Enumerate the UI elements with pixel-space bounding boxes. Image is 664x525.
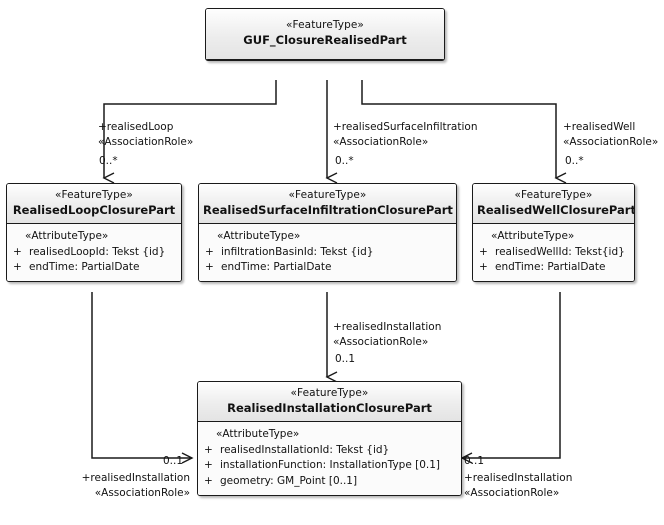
association-role: +realisedWell [563, 121, 636, 133]
association-stereotype: «AssociationRole» [464, 486, 560, 499]
attribute-row: + endTime: PartialDate [13, 260, 177, 276]
class-header: «FeatureType» RealisedInstallationClosur… [198, 382, 461, 422]
class-stereotype: «FeatureType» [288, 189, 367, 201]
attribute-row: + geometry: GM_Point [0..1] [204, 474, 457, 490]
class-name: RealisedInstallationClosurePart [227, 400, 432, 415]
visibility-marker: + [204, 459, 213, 472]
attribute-stereotype: «AttributeType» [25, 229, 109, 242]
visibility-marker: + [479, 261, 488, 274]
association-label-realisedWell: +realisedWell «AssociationRole» [563, 120, 658, 150]
visibility-marker: + [204, 443, 213, 456]
attribute-row: + endTime: PartialDate [479, 260, 630, 276]
attribute-row: + realisedInstallationId: Tekst {id} [204, 443, 457, 459]
class-GUF_ClosureRealisedPart[interactable]: «FeatureType» GUF_ClosureRealisedPart [205, 8, 445, 61]
association-multiplicity-realisedInstallation-well: 0..1 [464, 455, 485, 467]
association-stereotype: «AssociationRole» [98, 135, 194, 148]
class-name: RealisedWellClosurePart [477, 202, 635, 217]
class-attributes: «AttributeType» + realisedInstallationId:… [198, 421, 461, 495]
association-multiplicity-realisedWell: 0..* [565, 155, 584, 167]
association-role: +realisedInstallation [81, 472, 190, 484]
visibility-marker: + [205, 245, 214, 258]
class-attributes: «AttributeType» + infiltrationBasinId: Te… [199, 223, 456, 282]
association-stereotype: «AssociationRole» [333, 335, 429, 348]
association-role: +realisedLoop [98, 121, 174, 133]
connector-realisedInstallation-well [460, 292, 561, 464]
class-stereotype: «FeatureType» [286, 19, 364, 31]
association-stereotype: «AssociationRole» [563, 135, 659, 148]
attribute-row: + infiltrationBasinId: Tekst {id} [205, 245, 452, 261]
association-stereotype: «AssociationRole» [333, 135, 429, 148]
class-name: RealisedSurfaceInfiltrationClosurePart [203, 202, 453, 217]
visibility-marker: + [204, 475, 213, 488]
attribute-text: realisedInstallationId: Tekst {id} [220, 443, 390, 456]
class-stereotype: «FeatureType» [290, 387, 369, 399]
attribute-text: endTime: PartialDate [495, 261, 606, 274]
association-label-realisedInstallation-loop: +realisedInstallation «AssociationRole» [0, 471, 190, 501]
class-name: RealisedLoopClosurePart [12, 202, 176, 217]
class-RealisedInstallationClosurePart[interactable]: «FeatureType» RealisedInstallationClosur… [197, 381, 462, 496]
attribute-text: infiltrationBasinId: Tekst {id} [221, 245, 374, 258]
association-role: +realisedInstallation [333, 321, 442, 333]
connector-realisedInstallation-loop [91, 292, 194, 464]
association-multiplicity-realisedLoop: 0..* [99, 155, 118, 167]
association-role: +realisedSurfaceInfiltration [333, 121, 478, 133]
association-label-realisedLoop: +realisedLoop «AssociationRole» [98, 120, 193, 150]
attribute-stereotype: «AttributeType» [217, 229, 301, 242]
class-header: «FeatureType» RealisedWellClosurePart [473, 184, 634, 224]
visibility-marker: + [13, 261, 22, 274]
visibility-marker: + [479, 245, 488, 258]
association-label-realisedInstallation-well: +realisedInstallation «AssociationRole» [464, 471, 572, 501]
attribute-text: realisedWellId: Tekst{id} [495, 245, 625, 258]
class-RealisedWellClosurePart[interactable]: «FeatureType» RealisedWellClosurePart «A… [472, 183, 635, 283]
class-attributes: «AttributeType» + realisedLoopId: Tekst {… [7, 223, 181, 282]
class-header: «FeatureType» RealisedSurfaceInfiltratio… [199, 184, 456, 224]
attribute-stereotype: «AttributeType» [216, 427, 300, 440]
class-attributes: «AttributeType» + realisedWellId: Tekst{i… [473, 223, 634, 282]
association-multiplicity-realisedInstallation-surface: 0..1 [335, 353, 356, 365]
attribute-row: + realisedLoopId: Tekst {id} [13, 245, 177, 261]
class-RealisedLoopClosurePart[interactable]: «FeatureType» RealisedLoopClosurePart «A… [6, 183, 182, 283]
association-label-realisedInstallation-surface: +realisedInstallation «AssociationRole» [333, 320, 441, 350]
visibility-marker: + [205, 261, 214, 274]
association-multiplicity-realisedSurfaceInfiltration: 0..* [335, 155, 354, 167]
attribute-text: installationFunction: InstallationType [… [220, 459, 441, 472]
attribute-text: endTime: PartialDate [221, 261, 332, 274]
attribute-text: realisedLoopId: Tekst {id} [29, 245, 166, 258]
attribute-row: + endTime: PartialDate [205, 260, 452, 276]
attribute-row: + installationFunction: InstallationType … [204, 458, 457, 474]
class-RealisedSurfaceInfiltrationClosurePart[interactable]: «FeatureType» RealisedSurfaceInfiltratio… [198, 183, 457, 283]
class-header: «FeatureType» RealisedLoopClosurePart [7, 184, 181, 224]
attribute-row: + realisedWellId: Tekst{id} [479, 245, 630, 261]
association-role: +realisedInstallation [464, 472, 573, 484]
association-multiplicity-realisedInstallation-loop: 0..1 [163, 455, 184, 467]
association-stereotype: «AssociationRole» [94, 486, 190, 499]
association-label-realisedSurfaceInfiltration: +realisedSurfaceInfiltration «Associatio… [333, 120, 477, 150]
attribute-text: endTime: PartialDate [29, 261, 140, 274]
attribute-text: geometry: GM_Point [0..1] [220, 475, 358, 488]
visibility-marker: + [13, 245, 22, 258]
class-name: GUF_ClosureRealisedPart [243, 32, 407, 47]
class-stereotype: «FeatureType» [55, 189, 133, 201]
class-stereotype: «FeatureType» [514, 189, 593, 201]
class-header: «FeatureType» GUF_ClosureRealisedPart [206, 9, 444, 60]
attribute-stereotype: «AttributeType» [491, 229, 575, 242]
